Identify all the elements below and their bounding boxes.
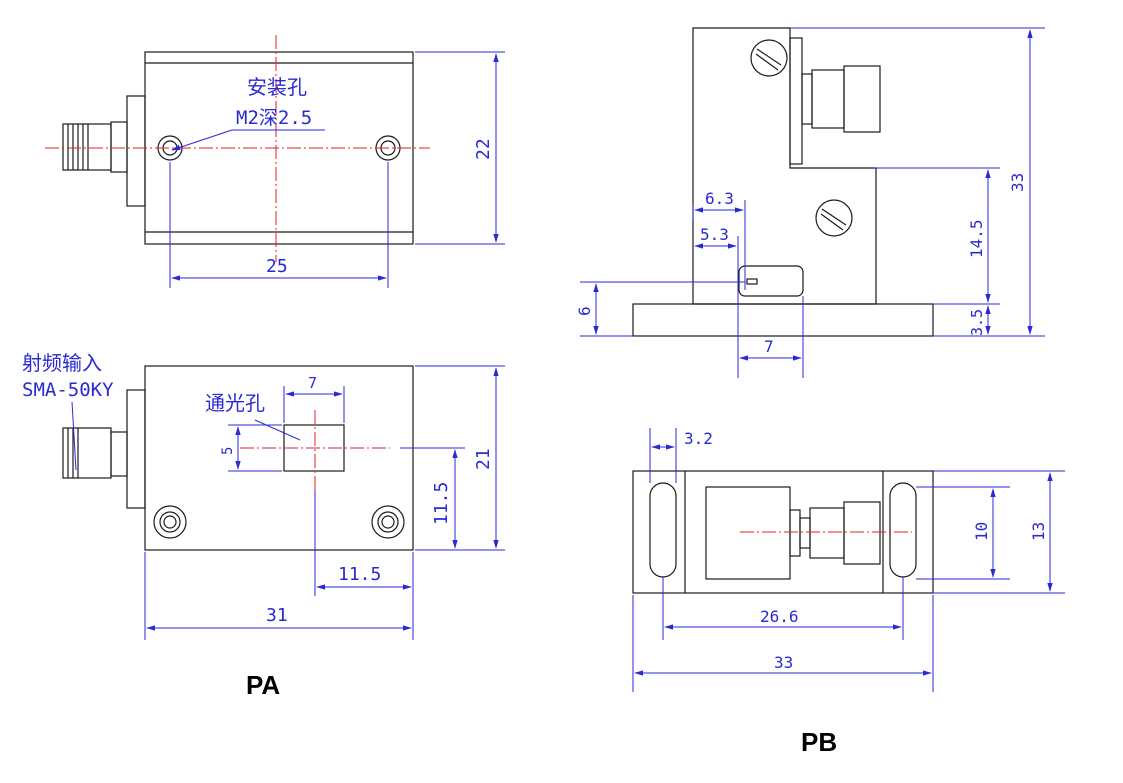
pa-top-connector — [62, 123, 112, 171]
pa-front-flange — [126, 389, 146, 509]
pb-view-label: PB — [801, 727, 837, 757]
pb-dim-3-2: 3.2 — [684, 429, 713, 448]
pb-connector-flange — [789, 37, 803, 165]
pb-slot-right — [889, 482, 917, 578]
pb-side-connector — [811, 69, 845, 129]
pb-inner-housing — [705, 486, 791, 580]
pb-dim-33-horizontal: 33 — [774, 653, 793, 672]
pa-dim-22: 22 — [473, 138, 494, 160]
pb-dim-26-6: 26.6 — [760, 607, 799, 626]
pb-dim-6-3: 6.3 — [705, 189, 734, 208]
pa-dim-31: 31 — [266, 605, 288, 626]
pa-mount-hole-spec: M2深2.5 — [236, 107, 312, 129]
pb-side-view: 6.3 5.3 6 7 14.5 3.5 33 — [575, 27, 1045, 378]
pa-view-label: PA — [246, 670, 280, 700]
pb-dim-7: 7 — [764, 337, 774, 356]
pa-dim-25: 25 — [266, 256, 288, 277]
pb-screw-top — [750, 39, 788, 77]
pb-slot-left — [649, 482, 677, 578]
pb-side-body — [692, 27, 877, 305]
pb-bottom-view: 3.2 26.6 33 10 13 PB — [632, 428, 1065, 757]
pa-dim-7: 7 — [308, 374, 317, 392]
pa-top-flange — [126, 95, 146, 207]
pa-dim-11-5-horizontal: 11.5 — [338, 564, 381, 585]
pb-bottom-body — [632, 470, 934, 594]
pb-dim-13: 13 — [1029, 522, 1048, 541]
pb-bottom-connector — [809, 507, 845, 559]
pa-top-view: 安装孔 M2深2.5 25 22 — [45, 35, 505, 288]
pa-aperture-label: 通光孔 — [205, 391, 265, 415]
pa-connector-model: SMA-50KY — [22, 379, 114, 401]
pa-front-hole-left — [153, 505, 187, 539]
pb-dim-10: 10 — [972, 522, 991, 541]
pb-window — [738, 265, 804, 297]
pa-front-hole-right — [371, 505, 405, 539]
pa-rf-input-label: 射频输入 — [22, 351, 102, 375]
pa-front-body — [144, 365, 414, 551]
pa-dim-21: 21 — [473, 448, 494, 470]
pa-dim-5: 5 — [220, 447, 236, 455]
pb-screw-mid — [815, 199, 853, 237]
pb-dim-33-vertical: 33 — [1008, 173, 1027, 192]
pa-mount-hole-label: 安装孔 — [247, 75, 307, 99]
pa-dim-11-5-vertical: 11.5 — [431, 482, 452, 525]
pb-dim-5-3: 5.3 — [700, 225, 729, 244]
pb-dim-14-5: 14.5 — [967, 219, 986, 258]
pa-front-view: 射频输入 SMA-50KY 通光孔 7 5 11.5 21 11.5 31 PA — [22, 351, 505, 700]
pb-base-plate — [632, 303, 934, 337]
pb-dim-3-5: 3.5 — [968, 309, 986, 336]
pb-dim-6: 6 — [575, 306, 594, 316]
pa-front-connector — [62, 427, 112, 479]
